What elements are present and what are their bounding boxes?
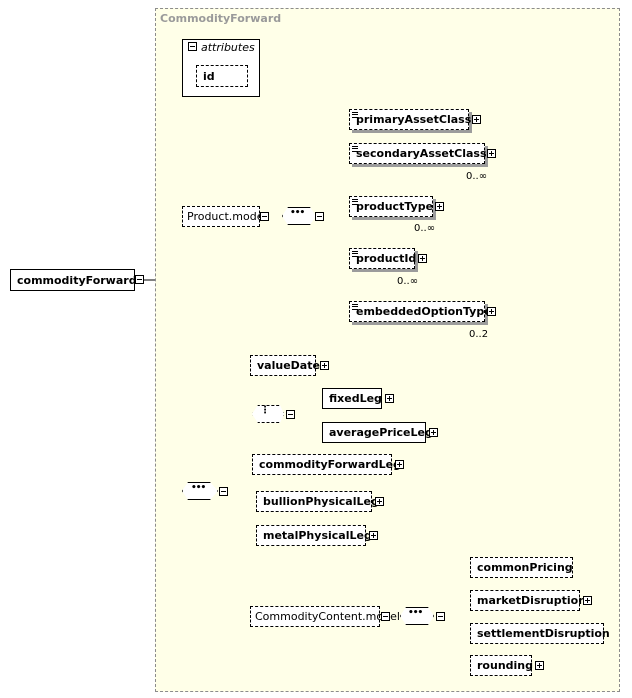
attribute-id[interactable]: id — [196, 65, 248, 87]
element-label: fixedLeg — [329, 392, 382, 405]
element-averagePriceLeg[interactable]: averagePriceLeg — [322, 422, 433, 443]
expand-icon[interactable] — [418, 254, 427, 263]
element-label: marketDisruption — [477, 594, 587, 607]
complex-type-title: CommodityForward — [160, 12, 282, 25]
cardinality-label: 0..∞ — [414, 223, 436, 234]
documentation-icon — [352, 304, 358, 310]
attributes-header: attributes — [201, 41, 255, 54]
element-label: productId — [356, 252, 417, 265]
element-productId[interactable]: productId — [349, 248, 417, 269]
element-label: valueDate — [257, 359, 320, 372]
expand-icon[interactable] — [583, 596, 592, 605]
collapse-icon[interactable] — [436, 612, 445, 621]
element-label: embeddedOptionType — [356, 305, 492, 318]
element-metalPhysicalLeg[interactable]: metalPhysicalLeg — [256, 525, 372, 546]
root-element-commodityForward[interactable]: commodityForward — [10, 269, 137, 291]
expand-icon[interactable] — [472, 115, 481, 124]
expand-icon[interactable] — [385, 394, 394, 403]
element-fixedLeg[interactable]: fixedLeg — [322, 388, 382, 409]
expand-icon[interactable] — [487, 307, 496, 316]
sequence-compositor[interactable] — [400, 607, 434, 625]
collapse-icon[interactable] — [381, 612, 390, 621]
element-settlementDisruption[interactable]: settlementDisruption — [470, 623, 610, 644]
expand-icon[interactable] — [535, 661, 544, 670]
element-primaryAssetClass[interactable]: primaryAssetClass — [349, 109, 472, 130]
element-label: metalPhysicalLeg — [263, 529, 372, 542]
element-valueDate[interactable]: valueDate — [250, 355, 320, 376]
element-label: bullionPhysicalLeg — [263, 495, 379, 508]
documentation-icon — [352, 112, 358, 118]
choice-icon: ⋮ — [260, 405, 270, 416]
cardinality-label: 0..2 — [469, 329, 489, 340]
sequence-dots-icon: ••• — [191, 483, 206, 493]
group-commodity-content-model[interactable]: CommodityContent.model — [250, 606, 400, 627]
element-label: productType — [356, 200, 434, 213]
root-element-label: commodityForward — [17, 273, 137, 287]
attributes-collapse-icon[interactable] — [188, 42, 197, 51]
expand-icon[interactable] — [487, 149, 496, 158]
element-productType[interactable]: productType — [349, 196, 433, 217]
cardinality-label: 0..∞ — [466, 171, 488, 182]
element-label: averagePriceLeg — [329, 426, 433, 439]
expand-icon[interactable] — [395, 460, 404, 469]
collapse-icon[interactable] — [219, 487, 228, 496]
element-rounding[interactable]: rounding — [470, 655, 533, 676]
collapse-icon[interactable] — [135, 275, 144, 284]
choice-compositor[interactable] — [252, 405, 284, 423]
expand-icon[interactable] — [429, 428, 438, 437]
documentation-icon — [352, 146, 358, 152]
expand-icon[interactable] — [320, 361, 329, 370]
group-product-model[interactable]: Product.model — [182, 206, 267, 227]
documentation-icon — [352, 251, 358, 257]
element-label: commodityForwardLeg — [259, 458, 401, 471]
element-label: secondaryAssetClass — [356, 147, 487, 160]
collapse-icon[interactable] — [315, 212, 324, 221]
element-label: primaryAssetClass — [356, 113, 472, 126]
element-label: rounding — [477, 659, 533, 672]
element-label: settlementDisruption — [477, 627, 610, 640]
group-label: CommodityContent.model — [255, 610, 400, 623]
element-marketDisruption[interactable]: marketDisruption — [470, 590, 586, 611]
expand-icon[interactable] — [375, 497, 384, 506]
element-embeddedOptionType[interactable]: embeddedOptionType — [349, 301, 492, 322]
element-label: commonPricing — [477, 561, 573, 574]
expand-icon[interactable] — [435, 202, 444, 211]
collapse-icon[interactable] — [260, 212, 269, 221]
group-label: Product.model — [187, 210, 267, 223]
element-secondaryAssetClass[interactable]: secondaryAssetClass — [349, 143, 487, 164]
element-commonPricing[interactable]: commonPricing — [470, 557, 573, 578]
element-bullionPhysicalLeg[interactable]: bullionPhysicalLeg — [256, 491, 379, 512]
attribute-label: id — [203, 69, 215, 83]
sequence-compositor[interactable] — [182, 482, 218, 500]
sequence-dots-icon: ••• — [408, 608, 423, 618]
sequence-dots-icon: ••• — [290, 208, 305, 218]
documentation-icon — [352, 199, 358, 205]
element-commodityForwardLeg[interactable]: commodityForwardLeg — [252, 454, 401, 475]
collapse-icon[interactable] — [286, 410, 295, 419]
cardinality-label: 0..∞ — [397, 276, 419, 287]
expand-icon[interactable] — [369, 531, 378, 540]
